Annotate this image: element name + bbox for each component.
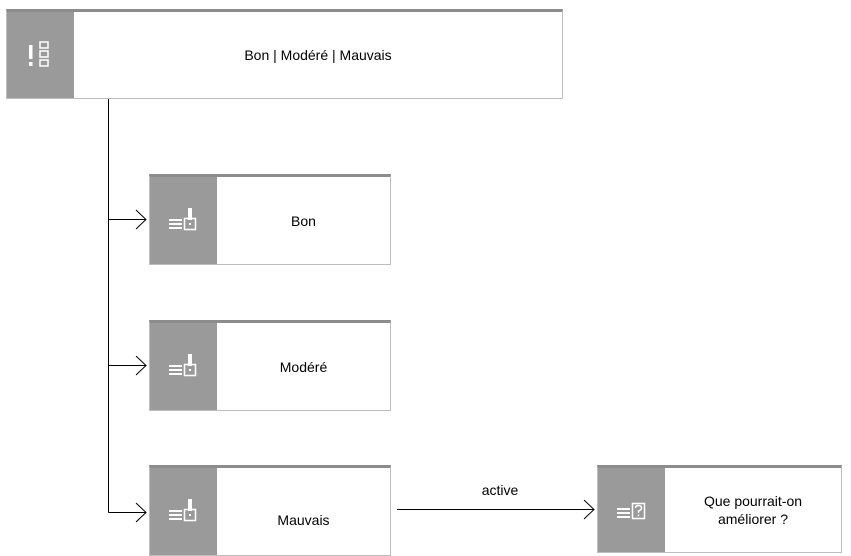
- question-node[interactable]: Que pourrait-on améliorer ?: [597, 465, 842, 553]
- root-decision-node[interactable]: Bon | Modéré | Mauvais: [6, 9, 563, 99]
- event-rule-icon: [150, 468, 217, 555]
- option-node-modere[interactable]: Modéré: [149, 320, 391, 411]
- decision-rule-icon: [7, 12, 74, 98]
- event-rule-icon: [150, 177, 217, 264]
- option-label-bon: Bon: [291, 212, 316, 229]
- event-rule-icon: [150, 323, 217, 410]
- option-node-mauvais[interactable]: Mauvais: [149, 465, 391, 556]
- edge-label-active: active: [481, 482, 519, 498]
- option-label-mauvais: Mauvais: [277, 511, 330, 528]
- option-node-bon[interactable]: Bon: [149, 174, 391, 265]
- question-label: Que pourrait-on améliorer ?: [703, 493, 803, 527]
- root-label: Bon | Modéré | Mauvais: [244, 47, 392, 63]
- question-note-icon: [598, 468, 665, 552]
- option-label-modere: Modéré: [279, 358, 328, 375]
